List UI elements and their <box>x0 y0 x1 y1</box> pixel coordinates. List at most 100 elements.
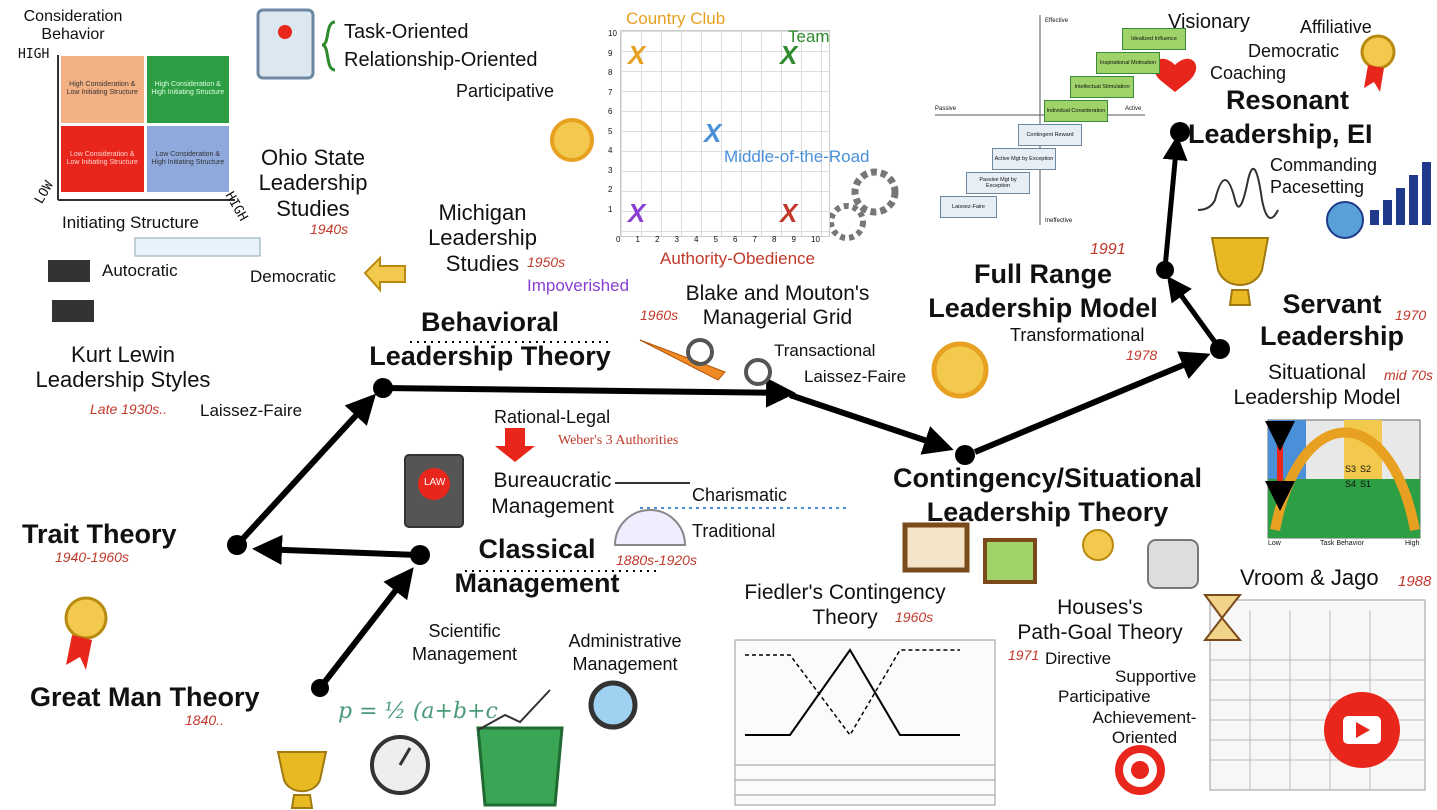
arrow-trait-to-behavioral <box>234 393 377 548</box>
scientific-title-line1: Scientific <box>428 621 501 641</box>
michigan-title-line2: Leadership <box>428 225 537 251</box>
protractor-icon <box>613 509 687 546</box>
coaching-label: Coaching <box>1210 63 1287 83</box>
lightbulb-icon <box>1082 529 1114 561</box>
visionary-label: Visionary <box>1168 11 1250 33</box>
grid-y-tick: 7 <box>608 87 613 97</box>
transformational-date: 1978 <box>1126 347 1158 363</box>
behavioral-title-line1: Behavioral <box>420 307 560 337</box>
commanding-label: Commanding <box>1270 155 1378 175</box>
stair-step: Passive Mgt by Exception <box>966 172 1030 194</box>
blake-mouton-title-line2: Managerial Grid <box>702 306 853 330</box>
stair-ineffective-label: Ineffective <box>1045 218 1073 224</box>
vroom-table-lines <box>1210 610 1425 790</box>
stair-step: Individual Consideration <box>1044 100 1108 122</box>
quadrant-high-consideration-low-initiating: High Consideration & Low Initiating Stru… <box>61 56 144 123</box>
bar-chart-icon <box>1370 162 1431 225</box>
medal-ribbon <box>66 635 92 670</box>
situational-s3-label: S3 <box>1345 464 1357 474</box>
situational-s4-label: S4 <box>1345 479 1357 489</box>
servant-leadership-title: Servant Leadership <box>1232 288 1432 353</box>
consideration-behavior-label: Consideration Behavior <box>18 8 128 43</box>
behavioral-title-line2: Leadership Theory <box>369 340 611 371</box>
dumbbell-icon <box>52 300 94 322</box>
servant-date: 1970 <box>1395 307 1427 323</box>
youtube-play-button[interactable] <box>1324 692 1400 768</box>
play-triangle <box>1356 722 1370 738</box>
resonant-democratic-label: Democratic <box>1248 41 1340 61</box>
stair-step: Intellectual Stimulation <box>1070 76 1134 98</box>
middle-of-the-road-label: Middle-of-the-Road <box>724 147 870 166</box>
sound-wave-icon <box>1197 167 1279 219</box>
stair-step: Contingent Reward <box>1018 124 1082 146</box>
node-greatman <box>311 679 329 697</box>
arrow-classical-to-trait <box>252 534 419 565</box>
arrow-contingency-to-servant <box>973 351 1211 455</box>
webers-3-authorities-label: Weber's 3 Authorities <box>558 433 679 448</box>
resonant-title-line1: Resonant <box>1226 85 1350 115</box>
vroom-jago-label: Vroom & Jago <box>1240 565 1379 590</box>
grid-y-tick: 6 <box>608 107 613 116</box>
grid-x-tick: 9 <box>791 235 796 244</box>
heart-icon <box>1153 58 1197 92</box>
sun-icon <box>931 341 989 399</box>
kurt-lewin-title-line1: Kurt Lewin <box>71 342 175 367</box>
charismatic-label: Charismatic <box>692 485 788 505</box>
grid-x-tick: 6 <box>733 235 738 244</box>
rational-legal-label: Rational-Legal <box>494 407 611 427</box>
michigan-date: 1950s <box>527 254 566 270</box>
servant-title-line2: Leadership <box>1259 321 1405 352</box>
relationship-oriented-label: Relationship-Oriented <box>344 49 538 71</box>
handcuffs-icon <box>744 358 772 386</box>
fiedler-chart-frame <box>734 639 996 806</box>
picture-frame-icon <box>983 538 1037 584</box>
grid-y-tick: 5 <box>608 126 613 136</box>
path-goal-participative-label: Participative <box>1058 687 1151 706</box>
authority-x-mark: X <box>780 198 798 228</box>
impoverished-label: Impoverished <box>527 276 630 295</box>
grid-x-tick: 2 <box>655 235 660 244</box>
clipboard-icon <box>256 8 315 80</box>
arrow-behavioral-to-contingency <box>789 392 954 455</box>
task-oriented-label: Task-Oriented <box>344 21 469 43</box>
blake-mouton-date: 1960s <box>640 307 679 323</box>
contingency-situational-leadership-theory-title: Contingency/Situational Leadership Theor… <box>855 462 1240 530</box>
stair-step: Active Mgt by Exception <box>992 148 1056 170</box>
situational-leadership-model-title: Situational Leadership Model <box>1212 360 1422 410</box>
grid-y-tick: 8 <box>608 68 613 77</box>
law-seal <box>418 468 450 500</box>
path-goal-title-line2: Path-Goal Theory <box>1017 621 1183 645</box>
fiedler-title-line1: Fiedler's Contingency <box>744 581 946 604</box>
vroom-table-frame <box>1209 599 1426 791</box>
grid-x-tick: 3 <box>674 235 679 244</box>
great-man-theory-title: Great Man Theory <box>30 682 260 712</box>
clipboard-icon-cross <box>278 25 292 39</box>
full-range-title-line1: Full Range <box>973 259 1112 289</box>
team-x-mark: X <box>780 40 798 70</box>
country-club-label: Country Club <box>626 9 726 28</box>
target-inner <box>1131 761 1149 779</box>
stair-active-label: Active <box>1125 106 1142 112</box>
grid-x-tick: 10 <box>811 235 820 244</box>
medal-icon <box>64 596 108 640</box>
classical-date: 1880s-1920s <box>616 552 697 568</box>
achievement-line1: Achievement- <box>1092 708 1197 727</box>
path-goal-theory-title: Houses's Path-Goal Theory <box>995 595 1205 645</box>
path-goal-title-line1: Houses's <box>1057 596 1143 619</box>
blake-mouton-title: Blake and Mouton's Managerial Grid <box>665 282 890 330</box>
trait-theory-title: Trait Theory <box>22 519 177 549</box>
stair-step: Laissez-Faire <box>940 196 997 218</box>
grid-x-tick: 1 <box>635 235 640 244</box>
globe-icon <box>1326 201 1364 239</box>
grid-y-tick: 2 <box>608 185 613 194</box>
behavioral-leadership-theory-title: Behavioral Leadership Theory <box>345 306 635 374</box>
ohio-date: 1940s <box>310 221 349 237</box>
grid-x-tick: 5 <box>713 235 718 244</box>
arrow-fullrange-to-resonant <box>1162 135 1188 269</box>
stair-step: Inspirational Motivation <box>1096 52 1160 74</box>
classical-management-title: Classical Management <box>432 533 642 601</box>
ohio-high-label: HIGH <box>18 47 50 62</box>
michigan-title-line1: Michigan <box>438 200 527 225</box>
ohio-state-title: Ohio State Leadership Studies <box>248 145 378 221</box>
